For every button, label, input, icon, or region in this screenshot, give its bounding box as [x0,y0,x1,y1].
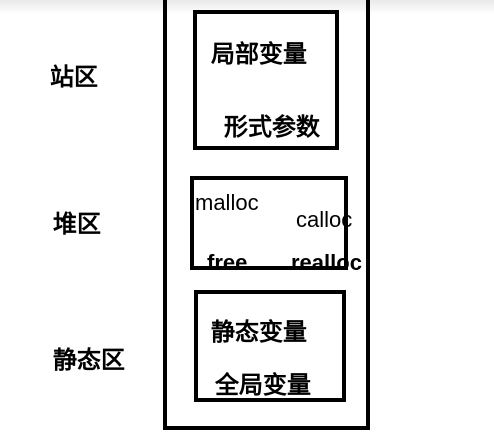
heap-item-calloc: calloc [296,207,353,232]
heap-region-label: 堆区 [53,210,101,238]
heap-item-free: free [207,250,248,275]
memory-frame [163,0,370,430]
static-region-label: 静态区 [53,346,125,374]
stack-region-label: 站区 [50,63,98,91]
static-item-global-vars: 全局变量 [215,371,311,399]
top-shadow [0,0,494,14]
stack-region-box [193,10,339,150]
heap-region-box [190,176,348,270]
static-region-box [194,290,346,402]
heap-item-malloc: malloc [195,190,259,215]
stack-item-params: 形式参数 [224,113,320,141]
static-item-static-vars: 静态变量 [211,318,307,346]
heap-item-realloc: realloc [291,250,362,275]
stack-item-local-vars: 局部变量 [211,40,307,68]
